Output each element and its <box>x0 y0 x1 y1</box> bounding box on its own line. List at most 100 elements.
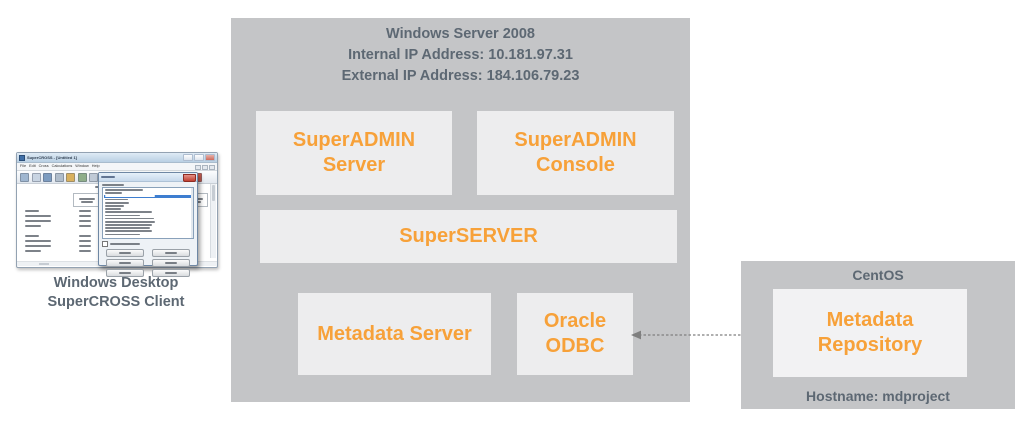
dialog-list-item[interactable] <box>104 233 192 237</box>
dialog-list-item[interactable] <box>104 211 192 214</box>
dialog-list-item[interactable] <box>104 192 192 195</box>
dialog-list-item[interactable] <box>104 201 192 205</box>
menu-item[interactable]: File <box>20 164 27 168</box>
maximize-button[interactable] <box>194 154 204 161</box>
table-header-cell <box>73 193 100 207</box>
toolbar-icon[interactable] <box>43 172 52 182</box>
list-item-smudge <box>105 211 152 214</box>
toolbar-icon[interactable] <box>54 172 64 182</box>
list-item-smudge <box>105 192 123 194</box>
dialog-list-item[interactable] <box>104 208 192 211</box>
dialog-list-item[interactable] <box>104 214 192 218</box>
list-item-smudge <box>105 227 151 230</box>
superadmin-server-box: SuperADMIN Server <box>256 111 452 195</box>
superserver-box: SuperSERVER <box>260 210 677 263</box>
client-caption-line2: SuperCROSS Client <box>47 294 185 310</box>
dialog-button[interactable] <box>106 258 144 267</box>
dialog-list-item[interactable] <box>104 189 192 192</box>
windows-server-header: Windows Server 2008 Internal IP Address:… <box>231 18 690 87</box>
mdi-close-button[interactable] <box>209 164 215 170</box>
dialog-checkbox-row[interactable] <box>102 241 194 247</box>
app-icon <box>19 154 25 161</box>
header-text-smudge <box>78 197 95 200</box>
dialog-field-selector[interactable] <box>102 184 194 186</box>
dialog-list[interactable] <box>102 187 194 239</box>
horizontal-scroll-thumb[interactable] <box>39 263 49 265</box>
list-item-smudge <box>105 208 121 210</box>
superadmin-server-label: SuperADMIN Server <box>292 129 416 176</box>
fields-dialog <box>98 172 198 277</box>
mdi-restore-button[interactable] <box>202 164 208 170</box>
cell-value-smudge <box>79 239 91 242</box>
menu-item[interactable]: Help <box>91 164 100 168</box>
list-item-smudge <box>105 233 140 236</box>
window-controls[interactable] <box>183 154 215 161</box>
minimize-button[interactable] <box>183 154 193 161</box>
toolbar-icon[interactable] <box>31 172 41 182</box>
windows-server-host-box: Windows Server 2008 Internal IP Address:… <box>231 18 690 402</box>
internal-ip-address: Internal IP Address: 10.181.97.31 <box>348 47 573 63</box>
superadmin-console-box: SuperADMIN Console <box>477 111 674 195</box>
list-item-smudge <box>105 201 130 204</box>
menu-item[interactable]: Window <box>75 164 89 168</box>
metadata-repository-box: Metadata Repository <box>773 289 967 377</box>
row-label-smudge <box>25 209 39 212</box>
vertical-scrollbar[interactable] <box>210 184 216 258</box>
mdi-window-controls[interactable] <box>195 164 215 170</box>
cell-value-smudge <box>79 244 91 247</box>
oracle-odbc-box: Oracle ODBC <box>517 293 633 375</box>
row-label-smudge <box>25 244 51 247</box>
dialog-close-button[interactable] <box>183 174 196 182</box>
vertical-scroll-thumb[interactable] <box>212 185 215 201</box>
list-item-smudge <box>105 220 156 223</box>
dialog-list-item[interactable] <box>104 195 192 199</box>
close-button[interactable] <box>205 154 215 161</box>
dialog-button[interactable] <box>106 248 144 257</box>
oracle-odbc-label: Oracle ODBC <box>543 310 607 357</box>
list-item-smudge <box>105 224 152 226</box>
cell-value-smudge <box>79 214 91 217</box>
dialog-button[interactable] <box>152 258 190 267</box>
toolbar-icon[interactable] <box>66 172 75 182</box>
dialog-list-scrollbar[interactable] <box>190 188 193 238</box>
toolbar-icon[interactable] <box>77 172 87 182</box>
menu-item[interactable]: Calculations <box>51 164 73 168</box>
windows-server-title: Windows Server 2008 <box>386 26 535 42</box>
dialog-list-item[interactable] <box>104 227 192 230</box>
row-label-smudge <box>25 249 41 252</box>
centos-title: CentOS <box>852 267 904 283</box>
dialog-button[interactable] <box>152 248 190 257</box>
toolbar-icon[interactable] <box>20 172 29 182</box>
list-item-smudge <box>105 198 128 201</box>
dialog-list-item[interactable] <box>104 220 192 224</box>
client-caption-line1: Windows Desktop <box>53 275 179 291</box>
row-label-smudge <box>25 219 51 222</box>
cell-value-smudge <box>79 234 91 237</box>
checkbox[interactable] <box>102 241 108 247</box>
cell-value-smudge <box>79 224 91 227</box>
dialog-list-item[interactable] <box>104 224 192 227</box>
dialog-button[interactable] <box>106 268 144 277</box>
cell-value-smudge <box>79 249 91 252</box>
metadata-server-label: Metadata Server <box>317 322 472 345</box>
dialog-button[interactable] <box>152 268 190 277</box>
client-caption: Windows Desktop SuperCROSS Client <box>6 274 226 312</box>
toolbar-icon[interactable] <box>89 172 98 182</box>
list-item-smudge <box>105 189 144 191</box>
dialog-list-item[interactable] <box>104 230 192 233</box>
menu-item[interactable]: Cross <box>38 164 49 168</box>
dialog-body <box>99 182 197 279</box>
window-title-bar[interactable]: SuperCROSS - [Untitled 1] <box>17 153 217 163</box>
dialog-list-item[interactable] <box>104 204 192 208</box>
menu-item[interactable]: Edit <box>29 164 36 168</box>
dialog-title-smudge <box>101 176 115 178</box>
dialog-title-bar[interactable] <box>99 173 197 182</box>
mdi-minimize-button[interactable] <box>195 164 201 170</box>
row-label-smudge <box>25 239 51 242</box>
centos-host-box: CentOS Metadata Repository Hostname: mdp… <box>741 261 1015 409</box>
dialog-list-item[interactable] <box>104 217 192 221</box>
metadata-server-box: Metadata Server <box>298 293 491 375</box>
dialog-list-item[interactable] <box>104 198 192 202</box>
